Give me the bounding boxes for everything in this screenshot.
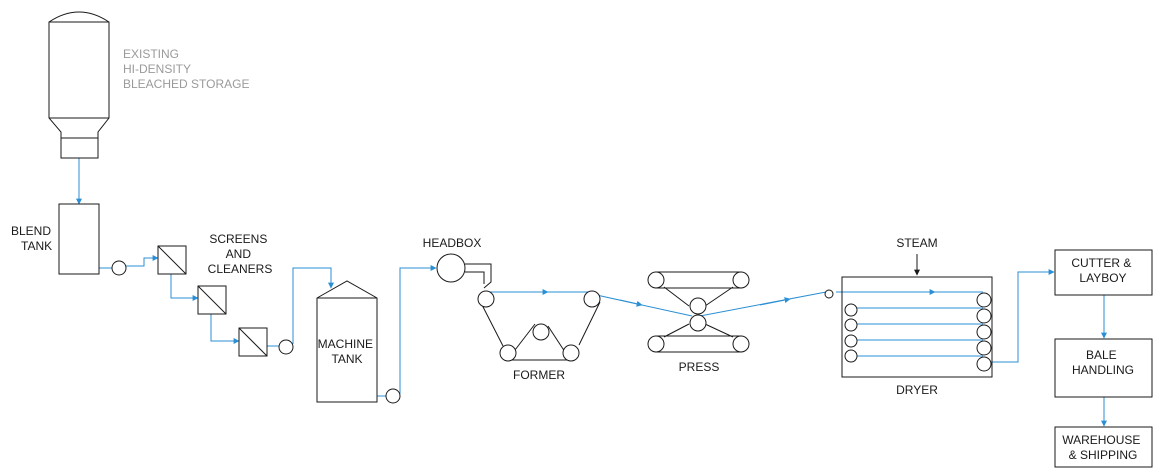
screens-cleaners-label: SCREENS AND CLEANERS: [208, 232, 273, 276]
flow-former-to-press-arrow: [619, 299, 643, 307]
former-label: FORMER: [513, 368, 565, 382]
former: [477, 290, 601, 362]
blend-tank-label: BLEND TANK: [11, 224, 54, 253]
cutter-layboy-box: [1054, 249, 1153, 296]
steam-label: STEAM: [896, 236, 937, 250]
flow-screen1-to-screen2: [170, 274, 199, 301]
storage-label: EXISTING HI-DENSITY BLEACHED STORAGE: [123, 47, 249, 91]
pump-machine-tank-icon: [385, 388, 401, 404]
warehouse-shipping-box: [1054, 426, 1153, 468]
headbox-label: HEADBOX: [423, 236, 482, 250]
screen-3-icon: [238, 327, 268, 357]
flow-pump-to-screen1: [126, 255, 159, 267]
machine-tank: [316, 280, 378, 403]
press: [647, 271, 750, 353]
warehouse-shipping-label: WAREHOUSE & SHIPPING: [1062, 433, 1144, 462]
bale-handling-label: BALE HANDLING: [1072, 348, 1134, 377]
flow-press-to-dryer-arrow: [759, 297, 791, 306]
dryer: [824, 276, 993, 378]
press-label: PRESS: [679, 360, 720, 374]
flow-dryer-to-cutter: [983, 269, 1055, 363]
flow-pump-to-machine-tank: [292, 267, 334, 344]
headbox: [436, 253, 492, 289]
cutter-layboy-label: CUTTER & LAYBOY: [1071, 256, 1134, 285]
flow-lines: [76, 158, 1107, 427]
bale-handling-box: [1054, 338, 1153, 398]
pump-cleaners-icon: [278, 339, 294, 355]
screen-2-icon: [197, 285, 227, 315]
blend-tank: [58, 203, 100, 275]
screen-1-icon: [157, 245, 187, 275]
hi-density-storage-silo: [48, 11, 110, 159]
machine-tank-label: MACHINE TANK: [318, 337, 377, 366]
dryer-label: DRYER: [896, 383, 938, 397]
flow-screen2-to-screen3: [210, 314, 240, 344]
pump-blend-icon: [111, 260, 127, 276]
flow-pump-to-headbox: [399, 265, 437, 394]
